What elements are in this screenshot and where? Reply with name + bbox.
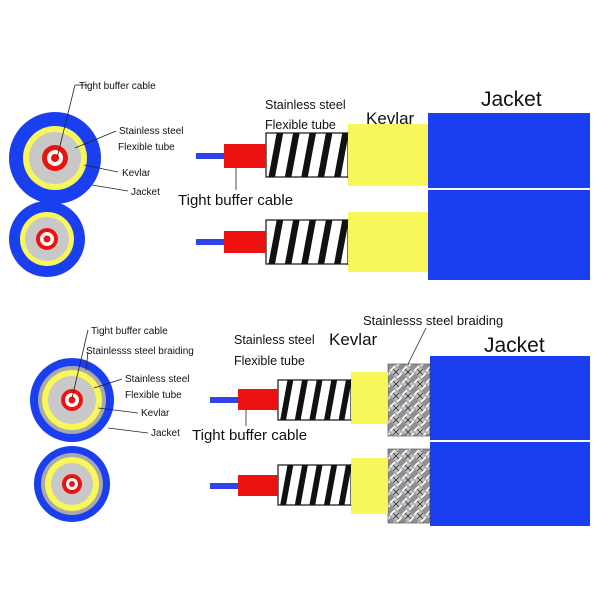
jacket-segment [428,113,590,188]
tight-buffer-segment [224,144,266,168]
coil-stripe [280,465,294,505]
coil-stripe [294,465,308,505]
top-side-view-cable-1 [196,113,590,188]
label-steel-braiding: Stainlesss steel braiding [363,313,503,328]
fiber-segment [196,239,224,245]
bottom-side-view-labels: Stainlesss steel braiding Stainless stee… [192,313,545,444]
label-tight-buffer-cable: Tight buffer cable [79,81,156,92]
label-flexible-tube: Flexible tube [118,142,175,153]
steel-flexible-tube-segment [265,219,352,265]
coil-stripe [301,133,317,177]
label-flexible-tube: Flexible tube [125,390,182,401]
fiber-core [51,154,59,162]
top-cross-section-2 [9,201,85,277]
top-side-view-cable-2 [196,190,590,280]
jacket-segment [428,190,590,280]
coil-stripe [309,465,323,505]
jacket-segment [430,442,590,526]
coil-edge-cover [348,133,352,177]
bottom-side-view-cable-2 [210,442,590,526]
fiber-segment [196,153,224,159]
coil-stripe [338,465,352,505]
coil-edge-cover [351,380,354,420]
label-jacket: Jacket [481,88,542,111]
label-tight-buffer-cable: Tight buffer cable [178,192,293,209]
top-cross-section-1 [9,112,101,204]
coil-stripe [338,380,352,420]
kevlar-segment [348,212,428,272]
coil-stripe [301,220,317,264]
fiber-core [43,235,51,243]
label-stainless-steel: Stainless steel [119,126,183,137]
tight-buffer-segment [238,389,278,410]
label-jacket: Jacket [131,187,160,198]
coil-stripe [334,133,349,177]
coil-stripe [309,380,323,420]
kevlar-segment [351,458,388,514]
label-kevlar: Kevlar [329,330,378,349]
coil-stripe [323,465,338,505]
label-stainless-steel: Stainless steel [265,98,346,112]
bottom-cross-section-2 [34,446,110,522]
tight-buffer-segment [238,475,278,496]
fiber-segment [210,397,238,403]
bottom-cross-section-callouts: Tight buffer cable Stainlesss steel brai… [71,326,194,439]
label-kevlar: Kevlar [122,168,151,179]
label-flexible-tube: Flexible tube [234,354,305,368]
steel-flexible-tube-segment [277,379,354,421]
fiber-core [68,396,76,404]
coil-stripe [284,133,300,177]
steel-braiding-segment [387,448,431,524]
kevlar-segment [351,372,388,424]
fiber-core [69,481,75,487]
label-kevlar: Kevlar [366,109,415,128]
label-tight-buffer-cable: Tight buffer cable [192,427,307,444]
coil-stripe [317,133,333,177]
label-tight-buffer-cable: Tight buffer cable [91,326,168,337]
bottom-cross-section-1 [30,358,114,442]
top-side-view-labels: Stainless steel Flexible tube Kevlar Jac… [178,88,542,209]
coil-stripe [284,220,300,264]
coil-stripe [268,133,284,177]
coil-stripe [268,220,284,264]
coil-stripe [323,380,338,420]
steel-flexible-tube-segment [265,132,352,178]
label-stainless-steel: Stainless steel [234,333,315,347]
label-jacket: Jacket [151,428,180,439]
jacket-segment [430,356,590,440]
label-stainless-steel: Stainless steel [125,374,189,385]
label-flexible-tube: Flexible tube [265,118,336,132]
steel-flexible-tube-segment [277,464,354,506]
bottom-side-view-cable-1 [210,356,590,440]
fiber-segment [210,483,238,489]
label-steel-braiding: Stainlesss steel braiding [86,346,194,357]
tight-buffer-segment [224,231,266,253]
coil-edge-cover [351,465,354,505]
kevlar-segment [348,124,428,186]
coil-stripe [294,380,308,420]
label-jacket: Jacket [484,334,545,357]
top-cross-section-callouts: Tight buffer cable Stainless steel Flexi… [56,81,183,198]
coil-edge-cover [348,220,352,264]
coil-stripe [280,380,294,420]
coil-stripe [317,220,333,264]
label-kevlar: Kevlar [141,408,170,419]
steel-braiding-segment [387,363,431,437]
coil-stripe [334,220,349,264]
